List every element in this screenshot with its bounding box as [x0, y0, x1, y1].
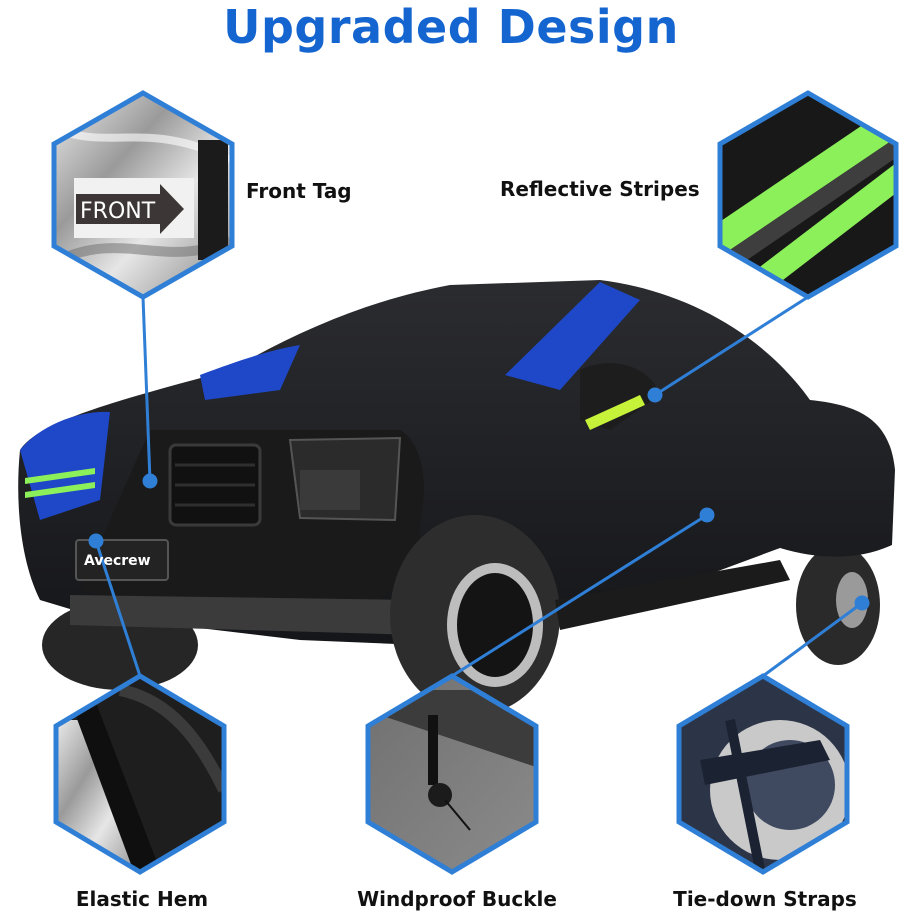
front-tag-text: FRONT: [80, 199, 156, 224]
brand-badge: Avecrew: [84, 553, 151, 569]
windproof-buckle-hex: [365, 673, 539, 875]
label-reflective-stripes: Reflective Stripes: [500, 177, 700, 201]
label-front-tag: Front Tag: [246, 179, 352, 203]
page-title: Upgraded Design: [223, 0, 679, 54]
reflective-stripes-hex: [717, 90, 899, 300]
tie-down-straps-hex: [676, 673, 850, 875]
truck-image: [18, 280, 896, 715]
callout-lines: [88, 295, 870, 678]
label-elastic-hem: Elastic Hem: [75, 887, 209, 911]
label-windproof-buckle: Windproof Buckle: [357, 887, 557, 911]
elastic-hem-hex: [53, 673, 227, 875]
front-tag-hex: FRONT: [51, 90, 235, 300]
label-tie-down-straps: Tie-down Straps: [673, 887, 857, 911]
